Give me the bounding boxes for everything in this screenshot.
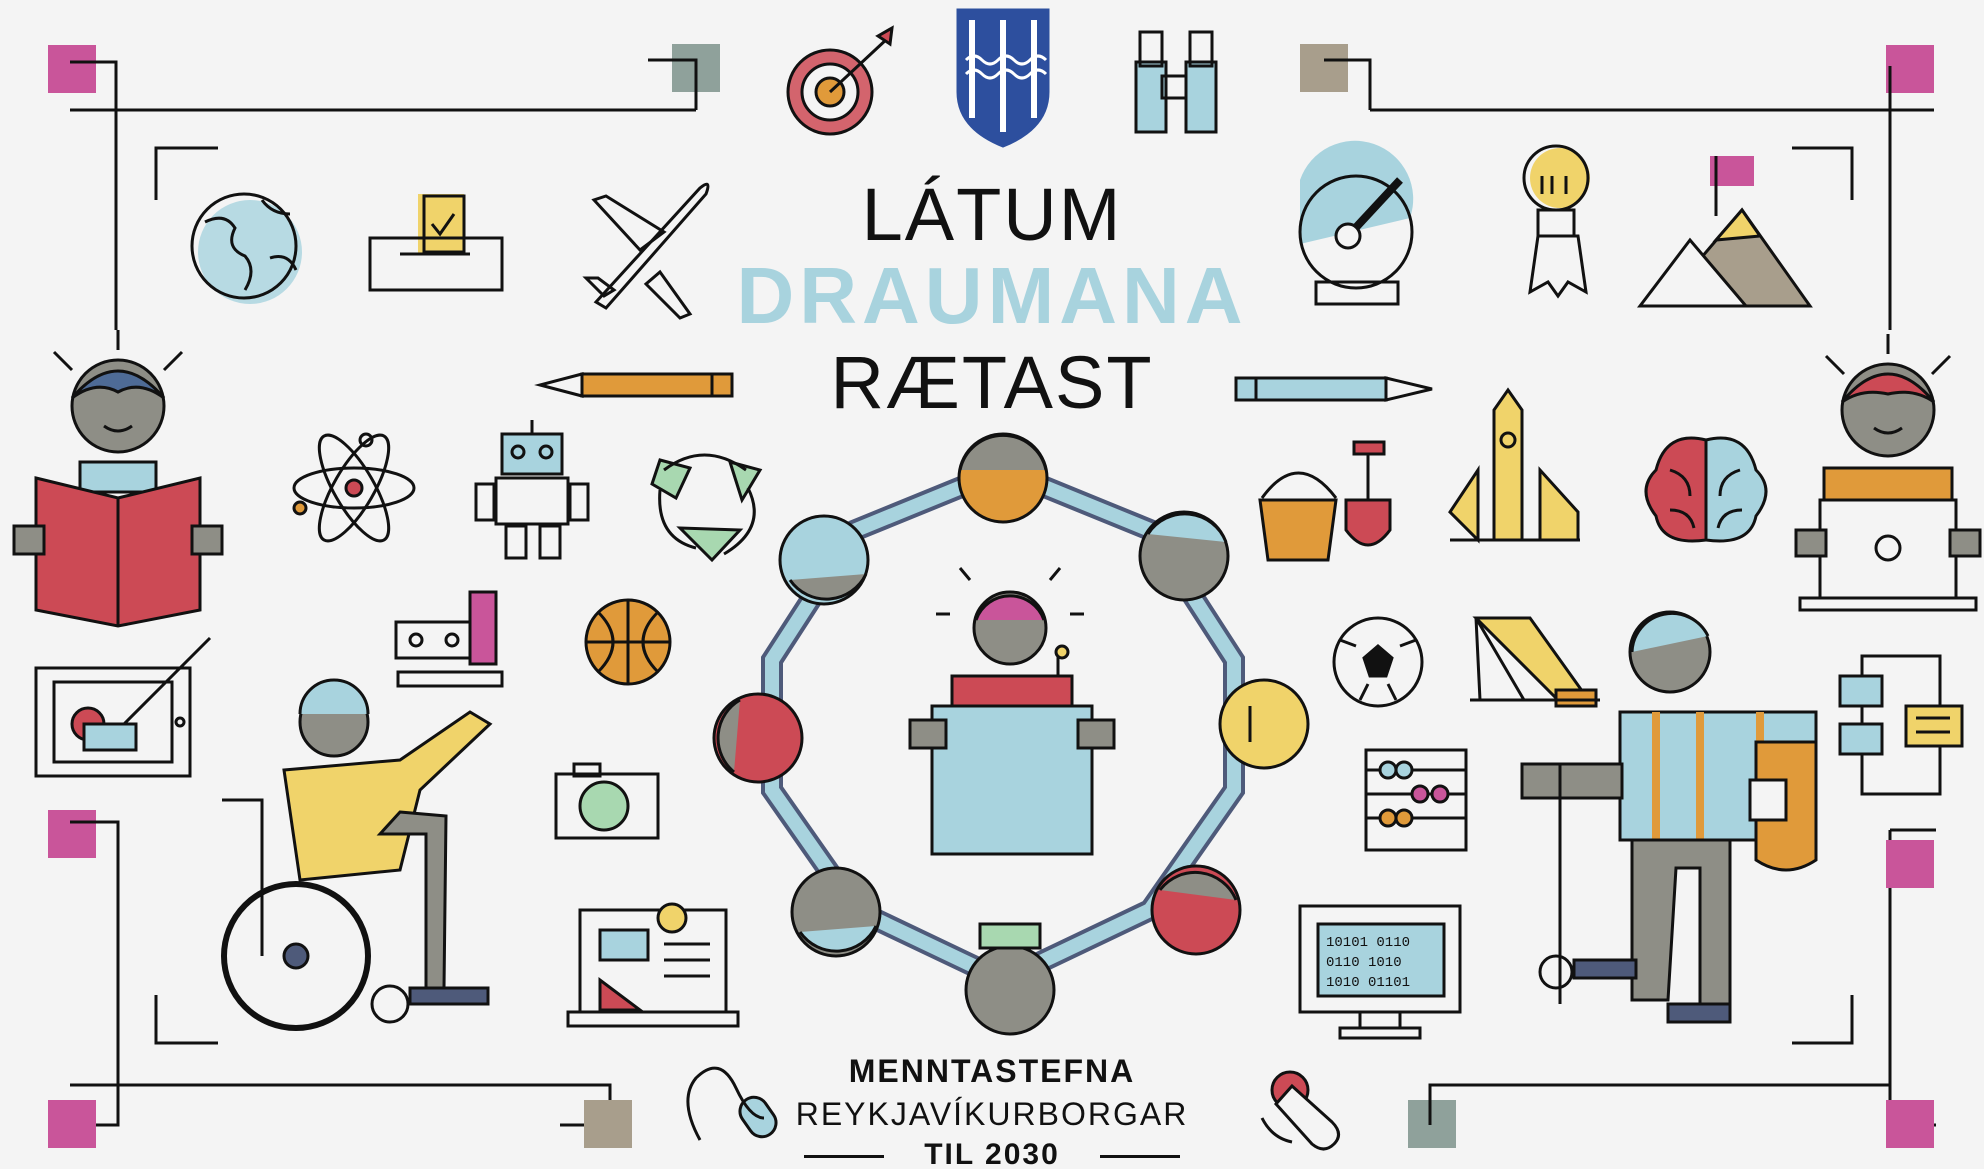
atom-icon [292, 432, 416, 543]
binoculars-icon [1134, 30, 1218, 134]
mouse-icon [686, 1066, 778, 1141]
target-icon [786, 25, 894, 136]
headline-line-2: DRAUMANA [736, 251, 1248, 340]
camera-icon [554, 762, 660, 840]
airplane-icon [582, 182, 710, 320]
laptop-design-icon [566, 902, 740, 1028]
microphone-icon [1260, 1070, 1340, 1151]
svg-text:1010 01101: 1010 01101 [1326, 975, 1410, 991]
divider-left [804, 1154, 885, 1158]
coat-of-arms-icon [956, 8, 1050, 148]
subtitle-line-1: MENNTASTEFNA [848, 1053, 1136, 1089]
frame-corner-top-right [1300, 44, 1934, 330]
person-laptop-icon [1794, 334, 1982, 612]
globe-icon [190, 192, 302, 304]
headline-line-3: RÆTAST [830, 341, 1154, 424]
person-standing-icon [1520, 610, 1818, 1024]
pencil-icon [534, 372, 734, 398]
person-wheelchair-icon [221, 678, 493, 1031]
subtitle-line-3: TIL 2030 [924, 1138, 1060, 1169]
phone-chat-icon [1838, 654, 1964, 796]
ballot-box-icon [368, 194, 504, 292]
basketball-icon [584, 598, 672, 686]
subtitle-line-2: REYKJAVÍKURBORGAR [795, 1096, 1189, 1132]
mountain-flag-icon [1636, 156, 1813, 308]
game-console-icon [394, 590, 504, 688]
telescope-icon [1298, 140, 1414, 306]
divider-right [1099, 1154, 1180, 1158]
circle-of-people [712, 432, 1310, 1036]
bucket-spade-icon [1258, 440, 1392, 562]
headline-line-1: LÁTUM [861, 173, 1123, 256]
teacher-podium-icon [908, 567, 1116, 856]
brain-icon [1644, 436, 1768, 543]
tablet-drawing-icon [34, 636, 212, 778]
frame-corner-top-left [48, 44, 720, 330]
church-icon [1448, 387, 1580, 544]
person-reading-icon [12, 330, 224, 628]
computer-binary-icon: 10101 0110 0110 1010 1010 01101 [1298, 904, 1462, 1040]
svg-text:0110 1010: 0110 1010 [1326, 955, 1402, 971]
lightbulb-rocket-icon [1522, 144, 1590, 299]
frame-corner-bottom-left [48, 810, 632, 1148]
pencil-icon [1234, 376, 1433, 402]
subtitle-line-3-wrapper: TIL 2030 [0, 1138, 1984, 1169]
soccer-ball-icon [1332, 616, 1424, 708]
frame-corner-bottom-right [1408, 828, 1936, 1148]
svg-text:10101 0110: 10101 0110 [1326, 935, 1410, 951]
robot-icon [474, 420, 590, 560]
abacus-icon [1364, 748, 1468, 852]
tent-icon [1470, 616, 1600, 708]
recycle-icon [650, 453, 763, 563]
